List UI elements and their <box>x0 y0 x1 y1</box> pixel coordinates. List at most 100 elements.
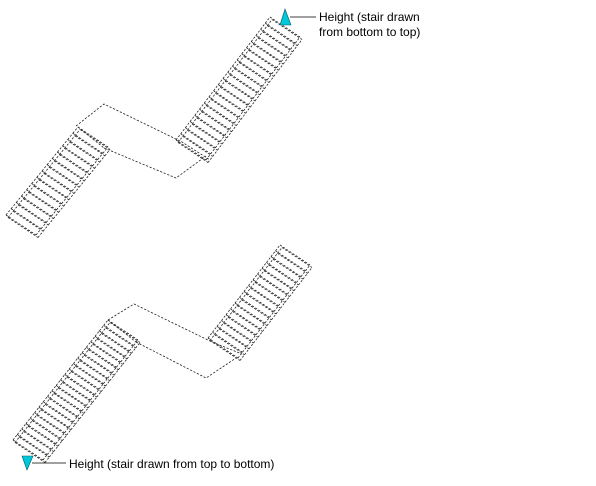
stringer-left <box>42 396 48 403</box>
stringer-right <box>81 405 87 412</box>
stringer-right-lower <box>273 70 279 77</box>
tread-nosing <box>227 316 259 338</box>
annotation-line-2: from bottom to top) <box>319 25 421 39</box>
stringer-right <box>278 299 284 306</box>
stringer-right <box>45 215 52 223</box>
stringer-left-lower <box>36 409 42 416</box>
stringer-left <box>225 308 231 315</box>
stringer-right-lower <box>100 385 106 392</box>
stringer-left <box>62 139 69 147</box>
stringer-left <box>36 170 43 178</box>
landing-front-edge <box>135 341 237 379</box>
stringer-right <box>294 36 301 44</box>
stringer-left-lower <box>214 328 220 335</box>
stringer-right-lower <box>68 193 75 201</box>
stringer-right <box>252 92 259 99</box>
stringer-left-lower <box>44 398 50 405</box>
stringer-left <box>250 35 257 42</box>
stringer-right-lower <box>42 224 49 232</box>
stringer-right-lower <box>87 402 93 409</box>
stringer-left <box>57 145 63 153</box>
stringer-right <box>85 399 91 406</box>
tread-nosing <box>210 99 242 120</box>
stringer-right <box>64 427 70 433</box>
stringer-left-lower <box>177 136 184 143</box>
stringer-right <box>243 104 249 112</box>
tread-nosing <box>38 179 70 201</box>
stringer-right-lower <box>131 347 136 354</box>
stringer-left <box>261 262 267 269</box>
tread-edge <box>189 121 221 142</box>
tread-nosing <box>74 135 106 157</box>
stringer-left <box>99 325 104 332</box>
stringer-left <box>236 53 243 61</box>
stringer-right-lower <box>259 88 265 96</box>
stringer-left-lower <box>75 360 81 367</box>
stringer-right-lower <box>61 434 67 441</box>
stringer-left-lower <box>17 198 24 206</box>
stair-bottom-to-top <box>5 16 303 238</box>
stringer-left <box>47 390 53 397</box>
stringer-right <box>205 153 212 161</box>
tread-nosing <box>245 293 277 315</box>
stringer-left-lower <box>28 185 35 193</box>
stringer-left-lower <box>38 173 45 181</box>
stringer-left-lower <box>59 148 65 155</box>
stringer-right-lower <box>79 413 85 420</box>
tread-nosing <box>215 92 246 114</box>
tread-nosing <box>54 160 85 182</box>
stringer-right-lower <box>289 290 295 297</box>
stringer-right-lower <box>53 212 59 219</box>
stringer-left-lower <box>238 56 245 63</box>
stringer-right <box>107 372 113 379</box>
tread-edge <box>5 214 37 236</box>
stringer-left-lower <box>263 264 269 271</box>
tread-nosing <box>191 123 223 145</box>
tread-nosing <box>205 105 237 126</box>
stringer-left <box>194 109 200 116</box>
stringer-left-lower <box>266 19 273 26</box>
stringer-right <box>271 67 277 75</box>
stringer-right <box>59 432 65 439</box>
stringer-right-lower <box>104 149 111 157</box>
tread-nosing <box>268 264 299 286</box>
tread-edge <box>185 127 216 149</box>
stringer-right <box>247 98 254 105</box>
tread-nosing <box>23 198 54 219</box>
stringer-right <box>71 184 78 192</box>
stringer-left-lower <box>53 154 60 162</box>
stringer-left-lower <box>187 123 193 131</box>
tread-edge <box>36 176 68 198</box>
tread-edge <box>279 244 311 266</box>
stringer-left <box>199 102 205 110</box>
tread-edge <box>203 102 235 124</box>
tread-edge <box>21 195 52 217</box>
stringer-left <box>212 326 218 333</box>
stringer-left <box>270 250 276 257</box>
stringer-left <box>41 164 48 172</box>
stringer-right-lower <box>249 100 256 108</box>
stringer-right <box>66 190 73 198</box>
stringer-right <box>116 361 122 368</box>
stringer-right <box>273 305 279 312</box>
stringer-left <box>246 41 252 48</box>
tread-nosing <box>214 334 245 356</box>
stringer-right <box>98 383 104 390</box>
tread-edge <box>225 314 257 336</box>
stringer-right-lower <box>49 451 54 458</box>
stringer-left <box>252 273 258 281</box>
stringer-right-lower <box>94 161 101 169</box>
stringer-right <box>257 85 263 93</box>
stringer-right <box>61 197 68 204</box>
stringer-right <box>269 311 275 318</box>
stringer-right-lower <box>96 391 102 398</box>
stringer-right <box>51 443 57 450</box>
tread-edge <box>275 250 306 272</box>
stringer-right-lower <box>226 131 232 139</box>
stringer-left <box>185 121 191 128</box>
tread-edge <box>31 183 62 204</box>
tread-edge <box>265 22 296 44</box>
stringer-right-lower <box>78 180 85 188</box>
tread-edge <box>230 308 261 330</box>
tread-nosing <box>7 217 39 238</box>
